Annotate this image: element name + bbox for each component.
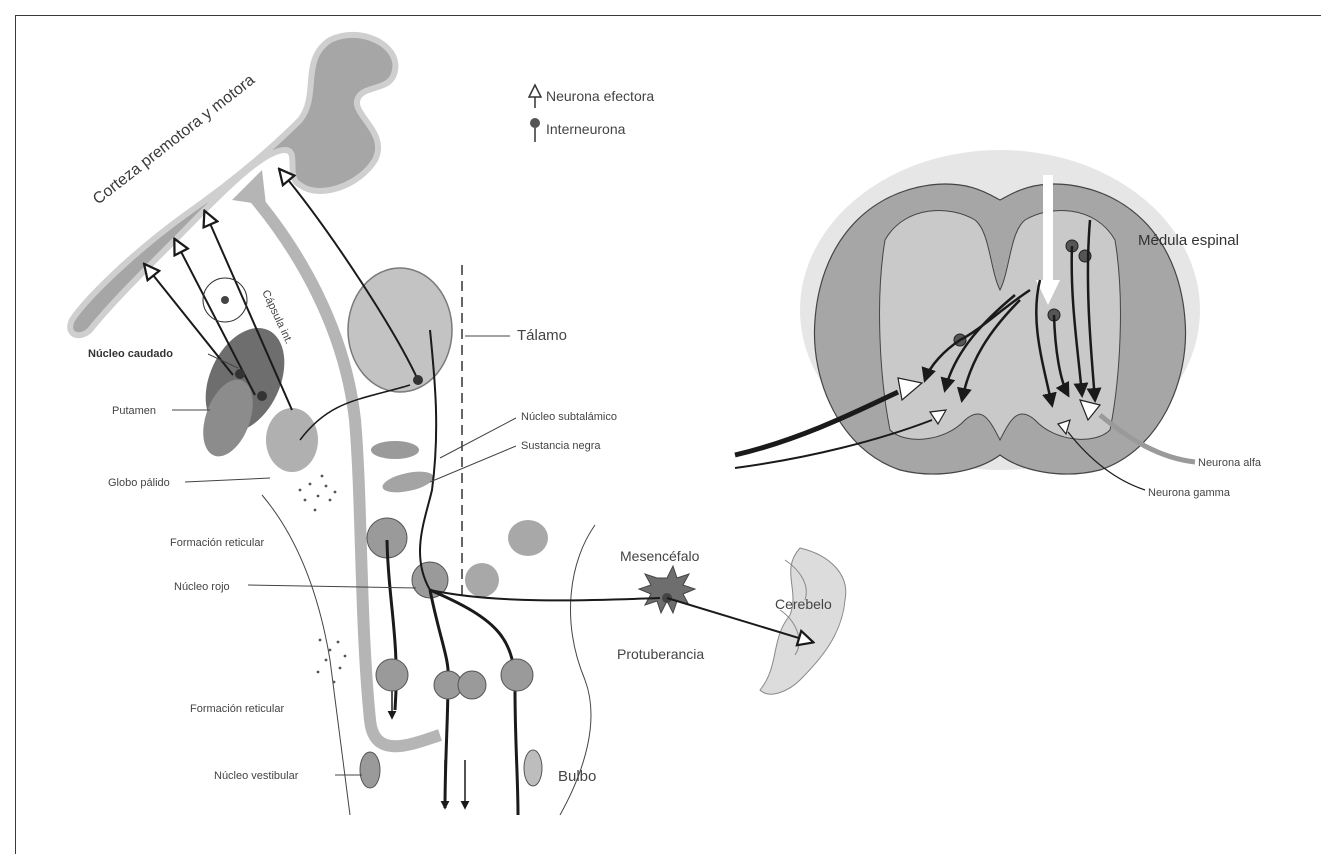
midbrain-star <box>639 566 695 613</box>
substantia-label: Sustancia negra <box>521 440 601 452</box>
caudate-label: Núcleo caudado <box>88 348 173 360</box>
spinal-cord-label: Médula espinal <box>1138 232 1239 249</box>
reticular-dots-bottom <box>317 639 347 684</box>
reticular-top-label: Formación reticular <box>170 537 264 549</box>
spinal-cord-section: Médula espinal Neurona alfa Neurona gamm… <box>735 150 1262 499</box>
legend-interneuron: Interneurona <box>546 121 626 137</box>
midbrain-nucleus <box>465 563 499 597</box>
substantia-nigra <box>381 468 436 496</box>
cortex-label: Corteza premotora y motora <box>90 72 258 209</box>
red-to-midbrain <box>430 590 660 600</box>
brainstem-outline <box>262 495 350 815</box>
subthalamic-nucleus <box>371 441 419 459</box>
vestibular-label: Núcleo vestibular <box>214 770 299 782</box>
globus-label: Globo pálido <box>108 477 170 489</box>
midbrain-nucleus-2 <box>508 520 548 556</box>
cerebellum-label: Cerebelo <box>775 596 832 612</box>
putamen-neuron <box>257 391 267 401</box>
alpha-label: Neurona alfa <box>1198 457 1262 469</box>
legend: Neurona efectora Interneurona <box>529 85 654 142</box>
thalamus-neuron <box>413 375 423 385</box>
reticular-bottom-label: Formación reticular <box>190 703 284 715</box>
thalamus-label: Tálamo <box>517 327 567 344</box>
cerebellum-shape <box>760 548 846 694</box>
putamen-label: Putamen <box>112 405 156 417</box>
globus-pallidus <box>266 408 318 472</box>
medulla-label: Bulbo <box>558 768 596 785</box>
subthalamic-label: Núcleo subtalámico <box>521 411 617 423</box>
midbrain-label: Mesencéfalo <box>620 548 700 564</box>
gamma-label: Neurona gamma <box>1148 487 1231 499</box>
red-nucleus-label: Núcleo rojo <box>174 581 230 593</box>
pons-label: Protuberancia <box>617 646 704 662</box>
legend-effector: Neurona efectora <box>546 88 654 104</box>
reticular-dots-top <box>299 475 337 512</box>
effector-icon <box>529 85 541 108</box>
interneuron-icon <box>530 118 540 128</box>
caudate-neuron <box>235 369 245 379</box>
brain-section: Corteza premotora y motora Cápsula int. … <box>70 35 846 815</box>
interneuron-dot <box>221 296 229 304</box>
